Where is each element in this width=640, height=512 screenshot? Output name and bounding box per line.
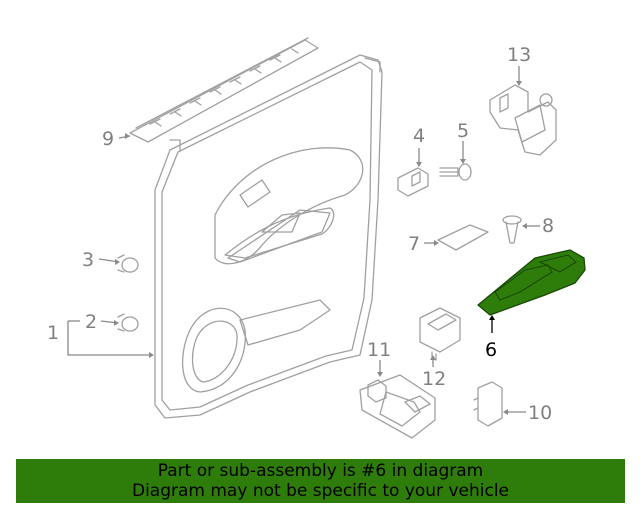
- part-1-door-trim-panel[interactable]: [154, 54, 383, 419]
- part-6-switch-bezel[interactable]: [477, 249, 586, 316]
- part-13-handle-bracket[interactable]: [489, 84, 557, 156]
- callout-1: 1: [47, 322, 59, 344]
- callout-4: 4: [413, 125, 425, 147]
- callout-5: 5: [457, 120, 469, 142]
- part-5-screw[interactable]: [439, 163, 472, 181]
- part-3-clip[interactable]: [117, 254, 139, 273]
- callout-8: 8: [542, 215, 554, 237]
- banner-line-1: Part or sub-assembly is #6 in diagram: [157, 461, 484, 481]
- callout-13: 13: [507, 44, 531, 66]
- leader-lines: [67, 66, 540, 415]
- callout-labels: 9 3 2 1 4 5 7 8 13 6 12 11 10: [47, 44, 554, 424]
- banner-line-2: Diagram may not be specific to your vehi…: [131, 481, 509, 501]
- part-9-belt-molding[interactable]: [129, 37, 319, 143]
- part-12-switch[interactable]: [419, 307, 461, 361]
- info-banner: Part or sub-assembly is #6 in diagram Di…: [16, 459, 625, 503]
- callout-3: 3: [82, 249, 94, 271]
- part-11-main-switch[interactable]: [359, 374, 436, 439]
- callout-12: 12: [422, 368, 446, 390]
- callout-2: 2: [85, 311, 97, 333]
- part-2-clip[interactable]: [117, 313, 139, 332]
- part-8-screw[interactable]: [502, 215, 522, 244]
- part-4-bracket[interactable]: [397, 167, 429, 197]
- callout-7: 7: [408, 233, 420, 255]
- callout-6: 6: [485, 339, 497, 361]
- callout-11: 11: [367, 339, 391, 361]
- parts-diagram: 9 3 2 1 4 5 7 8 13 6 12 11 10: [47, 37, 586, 439]
- callout-9: 9: [102, 128, 114, 150]
- part-10-switch[interactable]: [473, 381, 503, 427]
- part-7-pad[interactable]: [437, 224, 489, 251]
- callout-10: 10: [528, 402, 552, 424]
